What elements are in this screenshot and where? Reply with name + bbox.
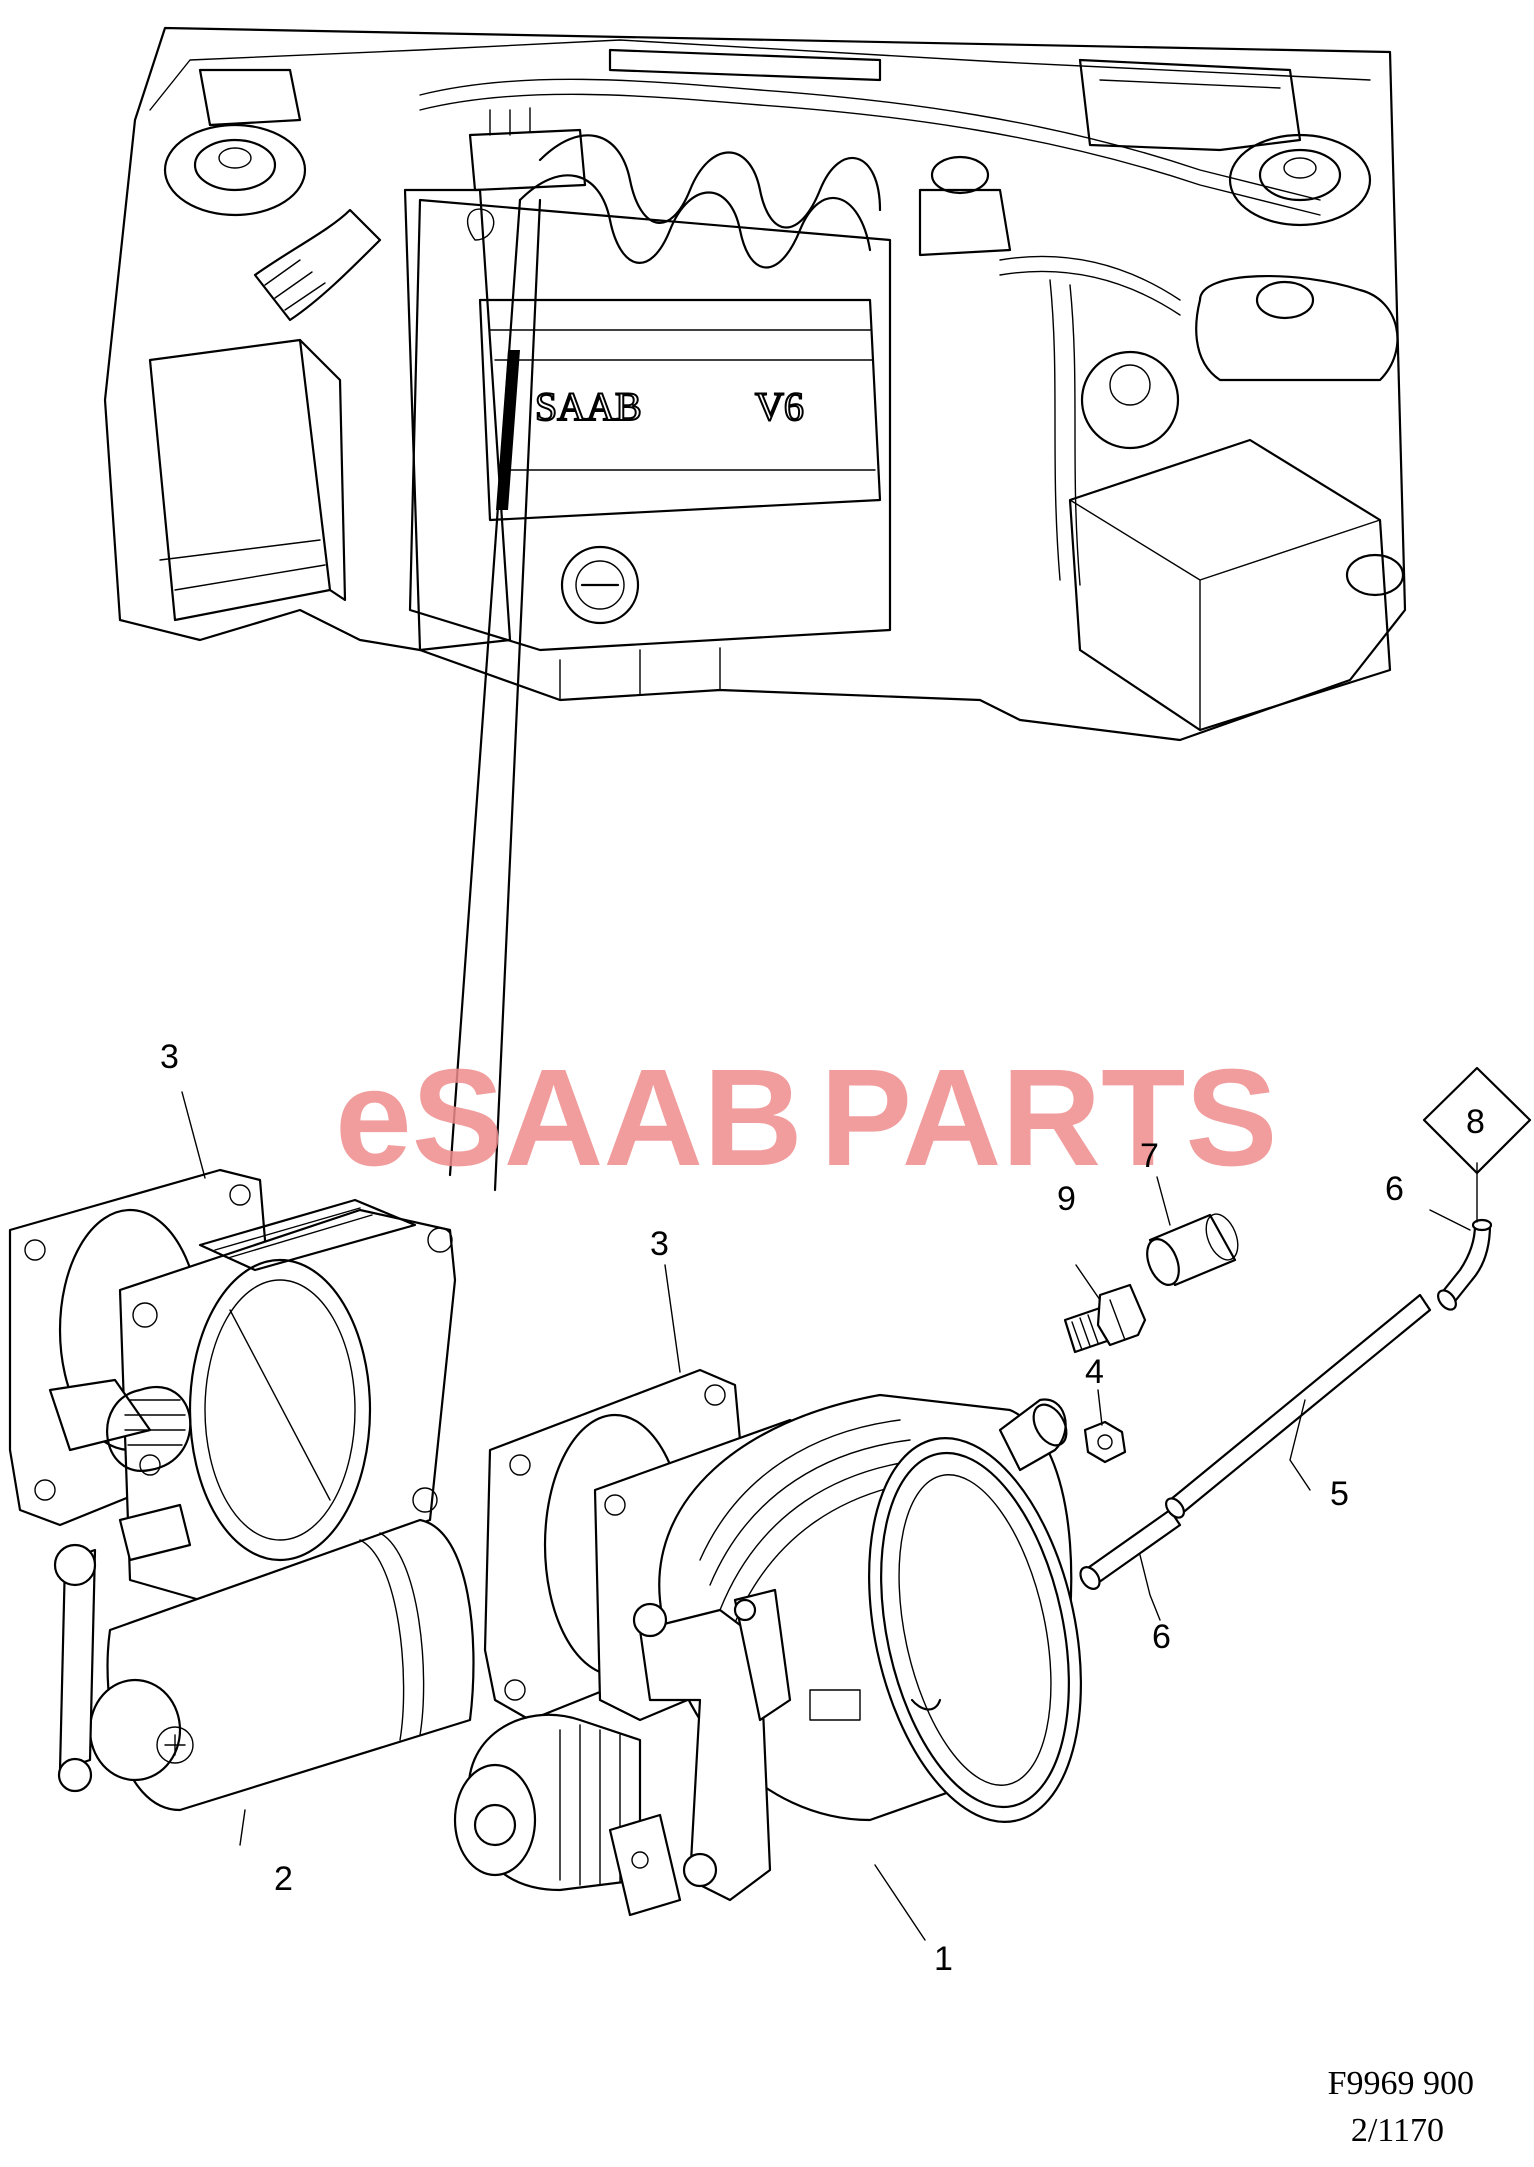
callout-6-upper: 6	[1385, 1170, 1404, 1208]
part-6-hose-upper	[1437, 1218, 1493, 1311]
watermark-left: eSAAB	[335, 1041, 803, 1195]
callout-1: 1	[934, 1940, 953, 1978]
callout-labels: 3 3 7 9 4 5 6 6 8 2 1	[160, 1038, 1485, 1978]
callout-6-lower: 6	[1152, 1618, 1171, 1656]
callout-4: 4	[1085, 1353, 1104, 1391]
engine-brand-text: SAAB	[535, 384, 642, 429]
leader-line-a	[448, 198, 522, 1177]
watermark-right: PARTS	[820, 1041, 1277, 1195]
part-7-sleeve	[1146, 1213, 1239, 1287]
callout-2: 2	[274, 1860, 293, 1898]
callout-9: 9	[1057, 1180, 1076, 1218]
watermark: eSAAB PARTS	[335, 1041, 1277, 1195]
engine-block: SAAB V6	[408, 134, 892, 652]
leader-line-b	[493, 198, 542, 1192]
part-4-nut	[1083, 1420, 1127, 1464]
part-1-throttle-body	[453, 1368, 1082, 1917]
callout-5: 5	[1330, 1475, 1349, 1513]
reference-code: F9969 900	[1327, 2065, 1474, 2102]
right-strut-tower	[1228, 133, 1372, 227]
callout-leaders	[181, 1066, 1532, 1941]
callout-3-center: 3	[650, 1225, 669, 1263]
air-filter-box	[148, 338, 347, 622]
callout-3-left: 3	[160, 1038, 179, 1076]
coolant-tank	[1195, 274, 1399, 382]
part-6-hose-lower	[1079, 1508, 1182, 1590]
left-strut-tower	[163, 68, 307, 217]
engine-model-text: V6	[755, 384, 804, 429]
part-5-pipe	[1165, 1293, 1432, 1519]
part-9-bolt	[1063, 1283, 1147, 1354]
part-2-throttle-body	[8, 1168, 475, 1812]
callout-8: 8	[1466, 1103, 1485, 1141]
callout-8-diamond	[1422, 1066, 1532, 1175]
reference-date: 2/1170	[1350, 2112, 1444, 2149]
engine-bay-illustration: SAAB V6	[103, 26, 1407, 1192]
battery	[1068, 438, 1405, 732]
callout-7: 7	[1140, 1137, 1159, 1175]
